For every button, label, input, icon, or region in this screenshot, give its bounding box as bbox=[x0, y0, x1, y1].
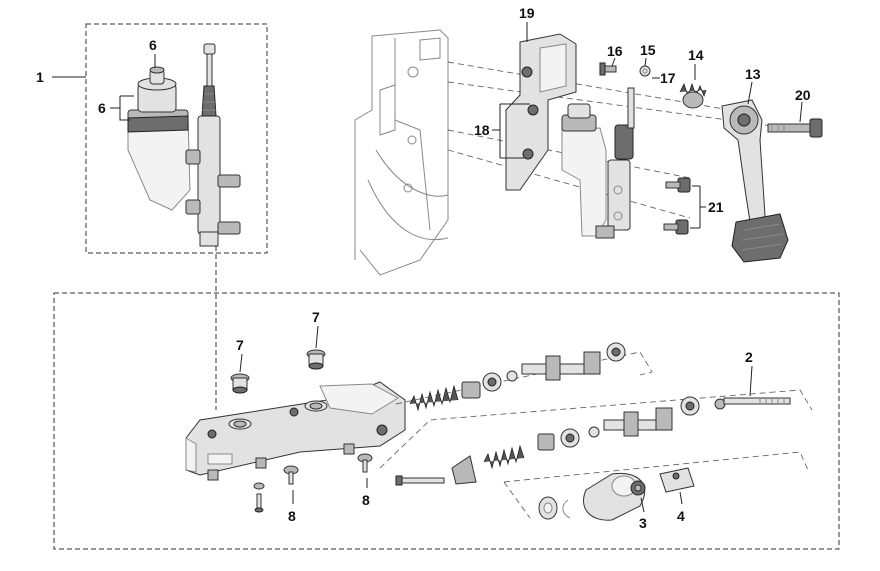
callout-13: 13 bbox=[745, 66, 761, 82]
leader-2 bbox=[749, 365, 753, 397]
filter-plug-7a bbox=[230, 373, 250, 394]
callout-17: 17 bbox=[660, 70, 676, 86]
lower-piston-assembly bbox=[379, 389, 813, 470]
leader-21 bbox=[690, 185, 706, 229]
screw-8a bbox=[283, 465, 299, 485]
callout-19: 19 bbox=[519, 5, 535, 21]
callout-2: 2 bbox=[745, 349, 753, 365]
callout-8b: 8 bbox=[362, 492, 370, 508]
filter-plug-7b bbox=[306, 349, 326, 370]
leader-3 bbox=[640, 497, 645, 513]
leader-20 bbox=[799, 101, 803, 123]
pedal-box-ghost bbox=[354, 29, 449, 276]
installed-master-cylinder bbox=[561, 87, 635, 239]
leader-7a bbox=[239, 353, 243, 373]
return-spring-14 bbox=[679, 82, 707, 109]
pin-16 bbox=[599, 62, 617, 76]
pedal-assembly-group: 19 18 16 15 17 bbox=[354, 5, 823, 276]
assembly-dashed-frame bbox=[85, 23, 268, 254]
bracket-19 bbox=[505, 33, 577, 191]
bleed-screw bbox=[253, 482, 265, 513]
callout-7b: 7 bbox=[312, 309, 320, 325]
callout-14: 14 bbox=[688, 47, 704, 63]
callout-18: 18 bbox=[474, 122, 490, 138]
return-spring-assembly bbox=[395, 455, 477, 486]
cylinder-body-detail bbox=[185, 381, 406, 481]
leader-13 bbox=[747, 81, 753, 105]
clutch-pedal-13 bbox=[721, 99, 789, 263]
leader-7b bbox=[315, 325, 319, 349]
upper-piston-assembly bbox=[395, 342, 653, 412]
callout-3: 3 bbox=[639, 515, 647, 531]
pivot-bolt-20 bbox=[767, 118, 823, 138]
leader-6b bbox=[110, 95, 134, 121]
callout-21: 21 bbox=[708, 199, 724, 215]
align-line-1 bbox=[447, 61, 731, 111]
screw-8b bbox=[357, 453, 373, 473]
cylinder-body bbox=[185, 115, 241, 247]
align-line-4 bbox=[447, 149, 691, 219]
callout-20: 20 bbox=[795, 87, 811, 103]
callout-7a: 7 bbox=[236, 337, 244, 353]
callout-4: 4 bbox=[677, 508, 685, 524]
callout-15: 15 bbox=[640, 42, 656, 58]
leader-16 bbox=[611, 57, 616, 67]
reservoir bbox=[127, 66, 191, 211]
callout-16: 16 bbox=[607, 43, 623, 59]
leader-18 bbox=[492, 103, 530, 159]
detail-dashed-frame bbox=[53, 292, 840, 550]
callout-1: 1 bbox=[36, 69, 44, 85]
leader-4 bbox=[679, 491, 683, 505]
boot-and-clevis-assembly bbox=[503, 451, 809, 521]
cylinder-internals-group: 7 7 8 8 bbox=[53, 292, 840, 550]
callout-6b: 6 bbox=[98, 100, 106, 116]
callout-8a: 8 bbox=[288, 508, 296, 524]
callout-6a: 6 bbox=[149, 37, 157, 53]
dust-boot bbox=[201, 43, 217, 117]
clip-15 bbox=[639, 65, 651, 77]
master-cylinder-assembly-group: 1 6 bbox=[36, 23, 268, 410]
leader-15 bbox=[644, 57, 647, 67]
mounting-bolts-21 bbox=[663, 177, 691, 235]
